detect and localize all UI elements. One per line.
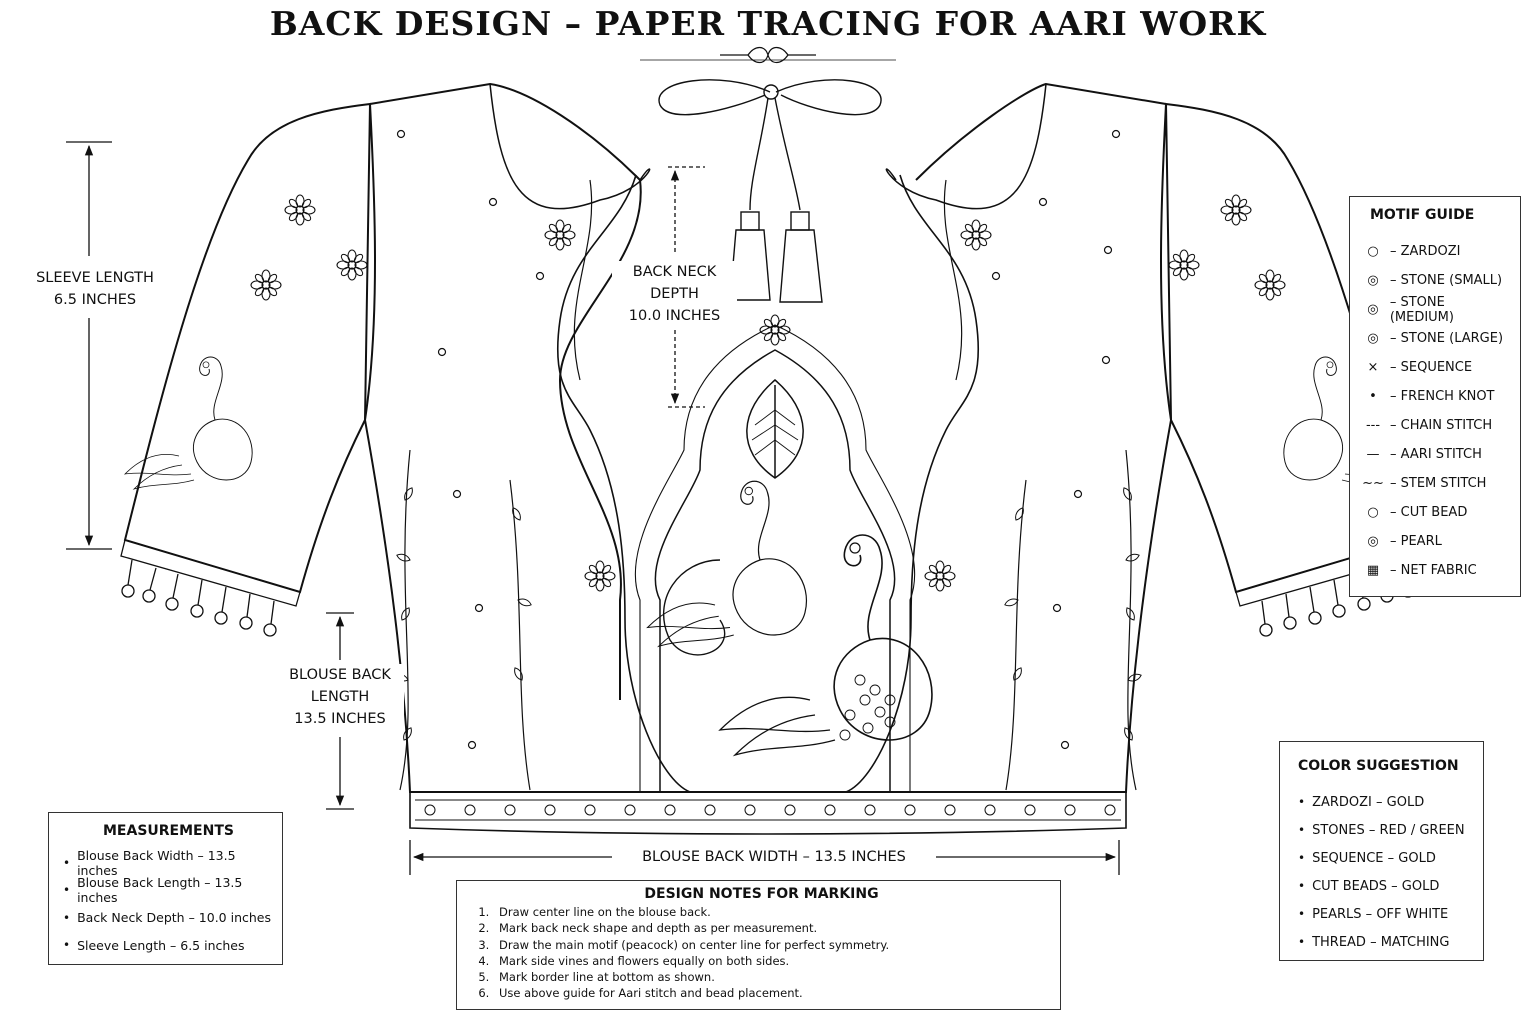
stone-medium-icon: ◎ (1367, 302, 1379, 317)
back-neck-title-2: DEPTH (650, 286, 699, 302)
measurements-panel: MEASUREMENTS Blouse Back Width – 13.5 in… (48, 812, 283, 965)
measurements-list: Blouse Back Width – 13.5 inches Blouse B… (63, 848, 274, 960)
color-suggestion-panel: COLOR SUGGESTION ZARDOZI – GOLD STONES –… (1279, 741, 1484, 961)
title-flourish (640, 46, 896, 64)
stem-stitch-icon: ~~ (1362, 476, 1384, 491)
peacock-body-dots (839, 674, 896, 741)
list-item: ▦– NET FABRIC (1362, 556, 1512, 585)
list-item: ◎– STONE (LARGE) (1362, 324, 1512, 353)
pearl-icon: ◎ (1367, 534, 1379, 549)
motif-guide-list: ○– ZARDOZI ◎– STONE (SMALL) ◎– STONE (ME… (1362, 237, 1512, 585)
list-item: Draw the main motif (peacock) on center … (493, 937, 1052, 953)
vine-flowers (250, 194, 1286, 592)
list-item: PEARLS – OFF WHITE (1298, 900, 1475, 928)
list-item: Blouse Back Width – 13.5 inches (63, 848, 274, 878)
sequence-icon: × (1367, 360, 1379, 375)
zardozi-icon: ○ (1367, 244, 1379, 259)
list-item: ◎– STONE (MEDIUM) (1362, 295, 1512, 325)
aari-stitch-icon: — (1366, 447, 1380, 462)
center-arch-panel (634, 324, 916, 792)
list-item: SEQUENCE – GOLD (1298, 844, 1475, 872)
back-neck-value: 10.0 INCHES (628, 308, 721, 324)
stone-small-icon: ◎ (1367, 273, 1379, 288)
list-item: Use above guide for Aari stitch and bead… (493, 985, 1052, 1001)
blouse-back-length-label: BLOUSE BACK LENGTH 13.5 INCHES (276, 664, 404, 730)
side-vines (399, 179, 1137, 791)
design-notes-title: DESIGN NOTES FOR MARKING (644, 886, 879, 902)
list-item: CUT BEADS – GOLD (1298, 872, 1475, 900)
motif-guide-panel: MOTIF GUIDE ○– ZARDOZI ◎– STONE (SMALL) … (1349, 196, 1521, 597)
motif-guide-title: MOTIF GUIDE (1370, 207, 1475, 223)
design-notes-list: Draw center line on the blouse back. Mar… (471, 904, 1052, 1002)
back-neck-title: BACK NECK (632, 264, 717, 280)
list-item: —– AARI STITCH (1362, 440, 1512, 469)
list-item: THREAD – MATCHING (1298, 928, 1475, 956)
sleeve-peacocks (124, 356, 1412, 490)
stone-large-icon: ◎ (1367, 331, 1379, 346)
scattered-zardozi (396, 129, 1121, 750)
list-item: ◎– PEARL (1362, 527, 1512, 556)
back-neck-depth-label: BACK NECK DEPTH 10.0 INCHES (612, 261, 737, 327)
color-suggestion-list: ZARDOZI – GOLD STONES – RED / GREEN SEQU… (1298, 788, 1475, 956)
list-item: ○– CUT BEAD (1362, 498, 1512, 527)
measurements-title: MEASUREMENTS (103, 823, 234, 839)
sleeve-length-value: 6.5 INCHES (53, 292, 137, 308)
list-item: •– FRENCH KNOT (1362, 382, 1512, 411)
measurement-lines (66, 141, 1120, 875)
cut-bead-icon: ○ (1367, 505, 1379, 520)
list-item: Mark border line at bottom as shown. (493, 969, 1052, 985)
list-item: ~~– STEM STITCH (1362, 476, 1487, 491)
design-notes-panel: DESIGN NOTES FOR MARKING Draw center lin… (456, 880, 1061, 1010)
list-item: Mark side vines and flowers equally on b… (493, 953, 1052, 969)
center-peacock-motif (646, 480, 933, 756)
list-item: STONES – RED / GREEN (1298, 816, 1475, 844)
list-item: Back Neck Depth – 10.0 inches (63, 904, 274, 932)
chain-stitch-icon: --- (1365, 418, 1381, 433)
list-item: Blouse Back Length – 13.5 inches (63, 875, 274, 905)
list-item: ×– SEQUENCE (1362, 353, 1512, 382)
french-knot-icon: • (1369, 389, 1377, 404)
back-length-title-2: LENGTH (310, 689, 370, 705)
back-length-value: 13.5 INCHES (294, 711, 386, 727)
list-item: Mark back neck shape and depth as per me… (493, 920, 1052, 936)
vine-leaves (393, 485, 1143, 742)
sleeve-hems (120, 539, 1416, 637)
blouse-back-width-label: BLOUSE BACK WIDTH – 13.5 INCHES (614, 846, 934, 868)
blouse-outline (123, 82, 1413, 835)
sleeve-length-label: SLEEVE LENGTH 6.5 INCHES (20, 267, 170, 311)
color-suggestion-title: COLOR SUGGESTION (1298, 758, 1459, 774)
list-item: ---– CHAIN STITCH (1362, 411, 1512, 440)
bottom-border-motifs (424, 804, 1116, 816)
list-item: ZARDOZI – GOLD (1298, 788, 1475, 816)
sleeve-length-title: SLEEVE LENGTH (36, 270, 154, 286)
list-item: ○– ZARDOZI (1362, 237, 1512, 266)
back-length-title: BLOUSE BACK (289, 667, 391, 683)
list-item: ◎– STONE (SMALL) (1362, 266, 1512, 295)
net-fabric-icon: ▦ (1366, 563, 1380, 578)
page-title: BACK DESIGN – PAPER TRACING FOR AARI WOR… (269, 4, 1267, 43)
list-item: Draw center line on the blouse back. (493, 904, 1052, 920)
list-item: Sleeve Length – 6.5 inches (63, 932, 274, 960)
